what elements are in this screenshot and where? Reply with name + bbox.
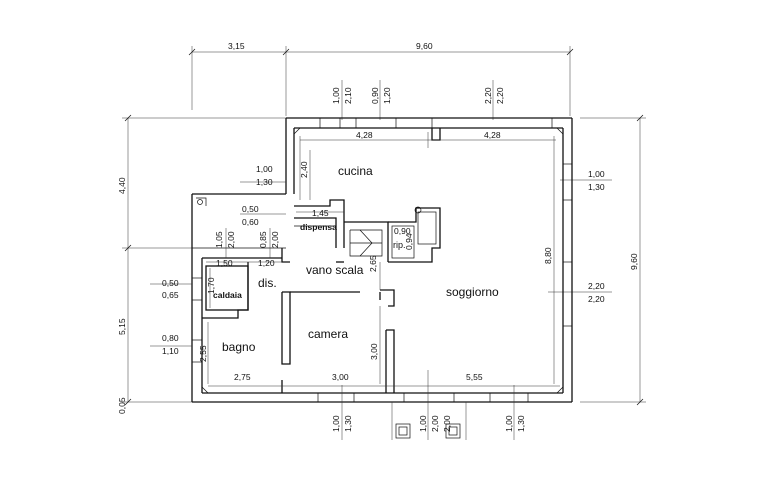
dim-cucina-w1: 4,28 <box>356 130 373 140</box>
dim-top-win1-b: 2,10 <box>343 87 353 104</box>
room-label-vano-scala: vano scala <box>306 263 364 277</box>
dim-win-left1-b: 1,30 <box>256 177 273 187</box>
dim-corr-h2: 2,00 <box>226 231 236 248</box>
dim-bot-door-a: 1,00 <box>418 415 428 432</box>
dim-bot-door-b: 2,00 <box>430 415 440 432</box>
dim-soggiorno-h: 8,80 <box>543 247 553 264</box>
dim-win-right1-b: 1,30 <box>588 182 605 192</box>
dim-bagno-h: 2,55 <box>198 345 208 362</box>
top-dimension-lines <box>188 46 574 120</box>
vertical-dimension-texts: 4,40 5,15 0,05 9,60 1,00 2,10 0,90 1,20 … <box>117 87 639 432</box>
dim-win-left1-a: 1,00 <box>256 164 273 174</box>
dim-win-left3-b: 0,65 <box>162 290 179 300</box>
dim-camera-h: 3,00 <box>369 343 379 360</box>
dim-bot-win2-a: 1,00 <box>504 415 514 432</box>
dim-left-small: 0,05 <box>117 397 127 414</box>
dim-corr-h4: 2,00 <box>270 231 280 248</box>
dim-corr-h3: 0,85 <box>258 231 268 248</box>
dim-caldaia-h: 1,70 <box>206 277 216 294</box>
dim-win-left3-a: 0,50 <box>162 278 179 288</box>
room-label-caldaia: caldaia <box>213 290 242 300</box>
dim-top-left: 3,15 <box>228 41 245 51</box>
dim-bottom-w3: 5,55 <box>466 372 483 382</box>
dim-bottom-w1: 2,75 <box>234 372 251 382</box>
dim-win-left4-a: 0,80 <box>162 333 179 343</box>
dim-rip-h: 0,94 <box>404 233 414 250</box>
dim-win-right2-a: 2,20 <box>588 281 605 291</box>
exterior-walls <box>191 117 573 403</box>
dim-win-left4-b: 1,10 <box>162 346 179 356</box>
room-label-camera: camera <box>308 327 348 341</box>
exterior-details <box>196 197 515 440</box>
dim-right-total: 9,60 <box>629 253 639 270</box>
dim-dispensa-w: 1,45 <box>312 208 329 218</box>
dim-cucina-h: 2,40 <box>299 161 309 178</box>
dim-top-right: 9,60 <box>416 41 433 51</box>
dim-stair-h: 2,65 <box>368 255 378 272</box>
interior-dimension-lines <box>150 132 560 387</box>
dim-top-win1-a: 1,00 <box>331 87 341 104</box>
interior-walls <box>202 128 441 393</box>
dim-cucina-w2: 4,28 <box>484 130 501 140</box>
dim-bot-win1-b: 1,30 <box>343 415 353 432</box>
dim-dis-w: 1,20 <box>258 258 275 268</box>
dim-top-win2-a: 0,90 <box>370 87 380 104</box>
room-label-dis: dis. <box>258 276 277 290</box>
dim-bot-win1-a: 1,00 <box>331 415 341 432</box>
dim-win-left2-a: 0,50 <box>242 204 259 214</box>
room-label-cucina: cucina <box>338 164 373 178</box>
room-label-soggiorno: soggiorno <box>446 285 499 299</box>
dim-win-right2-b: 2,20 <box>588 294 605 304</box>
dim-left-lower: 5,15 <box>117 318 127 335</box>
dim-caldaia-w: 1,50 <box>216 258 233 268</box>
dim-top-win2-b: 1,20 <box>382 87 392 104</box>
dim-corr-h1: 1,05 <box>214 231 224 248</box>
room-label-bagno: bagno <box>222 340 256 354</box>
dim-top-win3-b: 2,20 <box>495 87 505 104</box>
dim-win-left2-b: 0,60 <box>242 217 259 227</box>
dim-bot-win2-b: 1,30 <box>516 415 526 432</box>
dim-top-win3-a: 2,20 <box>483 87 493 104</box>
dim-rip-w: 0,90 <box>394 226 411 236</box>
left-dimension-lines <box>122 114 290 406</box>
dim-bottom-w2: 3,00 <box>332 372 349 382</box>
dim-win-right1-a: 1,00 <box>588 169 605 179</box>
dim-bot-door-c: 2,00 <box>442 415 452 432</box>
right-dimension-lines <box>548 114 646 406</box>
room-label-dispensa: dispensa <box>300 222 337 232</box>
dim-left-upper: 4,40 <box>117 177 127 194</box>
room-label-rip: rip. <box>393 240 406 250</box>
